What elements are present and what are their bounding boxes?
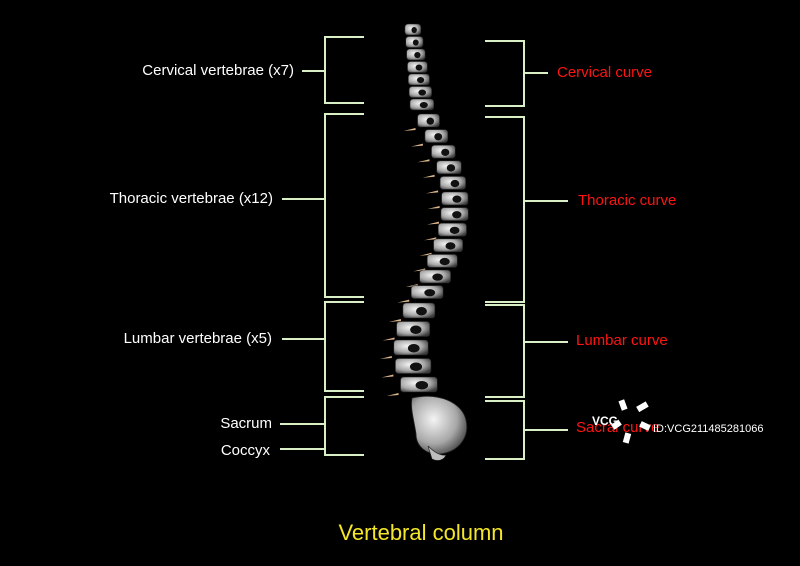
bracket-cervical-curve xyxy=(485,40,548,107)
vertebral-foramen xyxy=(449,226,460,234)
bracket-sacral-curve xyxy=(485,400,568,460)
vertebral-foramen xyxy=(450,179,460,188)
vertebral-foramen xyxy=(434,133,443,141)
intervertebral-disc xyxy=(388,319,401,322)
vertebral-foramen xyxy=(441,148,450,156)
right-brackets xyxy=(485,40,568,460)
intervertebral-disc xyxy=(426,221,439,225)
vertebral-foramen xyxy=(415,64,423,71)
watermark: VCG ID:VCG211485281066 xyxy=(592,399,764,444)
label-sacrum: Sacrum xyxy=(220,415,272,432)
intervertebral-disc xyxy=(381,374,394,378)
intervertebral-disc xyxy=(397,299,410,303)
intervertebral-disc xyxy=(417,159,430,163)
intervertebral-disc xyxy=(382,337,395,341)
vertebral-foramen xyxy=(432,273,443,281)
label-cervical-vertebrae: Cervical vertebrae (x7) xyxy=(142,62,294,79)
vertebral-foramen xyxy=(407,344,420,353)
watermark-logo-text: VCG xyxy=(592,414,618,428)
coccyx-bone xyxy=(427,445,447,461)
intervertebral-disc xyxy=(386,393,399,396)
bracket-lumbar-curve xyxy=(485,304,568,398)
vertebral-foramen xyxy=(410,325,422,334)
vertebral-foramen xyxy=(415,381,429,390)
vcg-logo-icon xyxy=(611,399,651,444)
left-brackets xyxy=(280,36,364,456)
bracket-cervical-vertebrae xyxy=(302,36,364,104)
vertebral-foramen xyxy=(416,307,427,316)
vertebral-foramen xyxy=(419,101,428,109)
vertebral-foramen xyxy=(412,39,419,46)
label-cervical-curve: Cervical curve xyxy=(557,64,652,81)
label-lumbar-vertebrae: Lumbar vertebrae (x5) xyxy=(124,330,272,347)
label-lumbar-curve: Lumbar curve xyxy=(576,332,668,349)
intervertebral-disc xyxy=(426,190,439,194)
vertebral-foramen xyxy=(411,26,417,34)
label-thoracic-curve: Thoracic curve xyxy=(578,192,676,209)
vertebral-foramen xyxy=(439,257,450,266)
vertebral-foramen xyxy=(418,89,427,96)
intervertebral-disc xyxy=(427,206,440,209)
intervertebral-disc xyxy=(403,128,416,131)
bracket-thoracic-curve xyxy=(485,116,568,303)
vertebral-foramen xyxy=(409,362,423,371)
label-sacral-curve: Sacral curve xyxy=(576,419,659,436)
vertebral-foramen xyxy=(452,211,462,219)
intervertebral-disc xyxy=(379,356,392,359)
bracket-lumbar-vertebrae xyxy=(282,301,364,392)
vertebral-foramen xyxy=(426,117,435,125)
watermark-id: ID:VCG211485281066 xyxy=(653,423,764,435)
intervertebral-disc xyxy=(424,237,437,241)
intervertebral-disc xyxy=(410,143,423,147)
vertebral-foramen xyxy=(416,76,425,84)
vertebral-foramen xyxy=(414,51,421,59)
intervertebral-disc xyxy=(422,174,435,178)
vertebral-foramen xyxy=(446,164,456,172)
spine-illustration xyxy=(379,23,469,461)
label-thoracic-vertebrae: Thoracic vertebrae (x12) xyxy=(110,190,273,207)
vertebral-foramen xyxy=(424,289,436,297)
vertebral-foramen xyxy=(445,242,456,250)
vertebral-foramen xyxy=(452,195,462,203)
bracket-sacrum-coccyx xyxy=(280,396,364,456)
diagram-caption: Vertebral column xyxy=(338,520,503,545)
label-coccyx: Coccyx xyxy=(221,442,271,459)
sacrum-bone xyxy=(411,395,468,455)
bracket-thoracic-vertebrae xyxy=(282,113,364,298)
